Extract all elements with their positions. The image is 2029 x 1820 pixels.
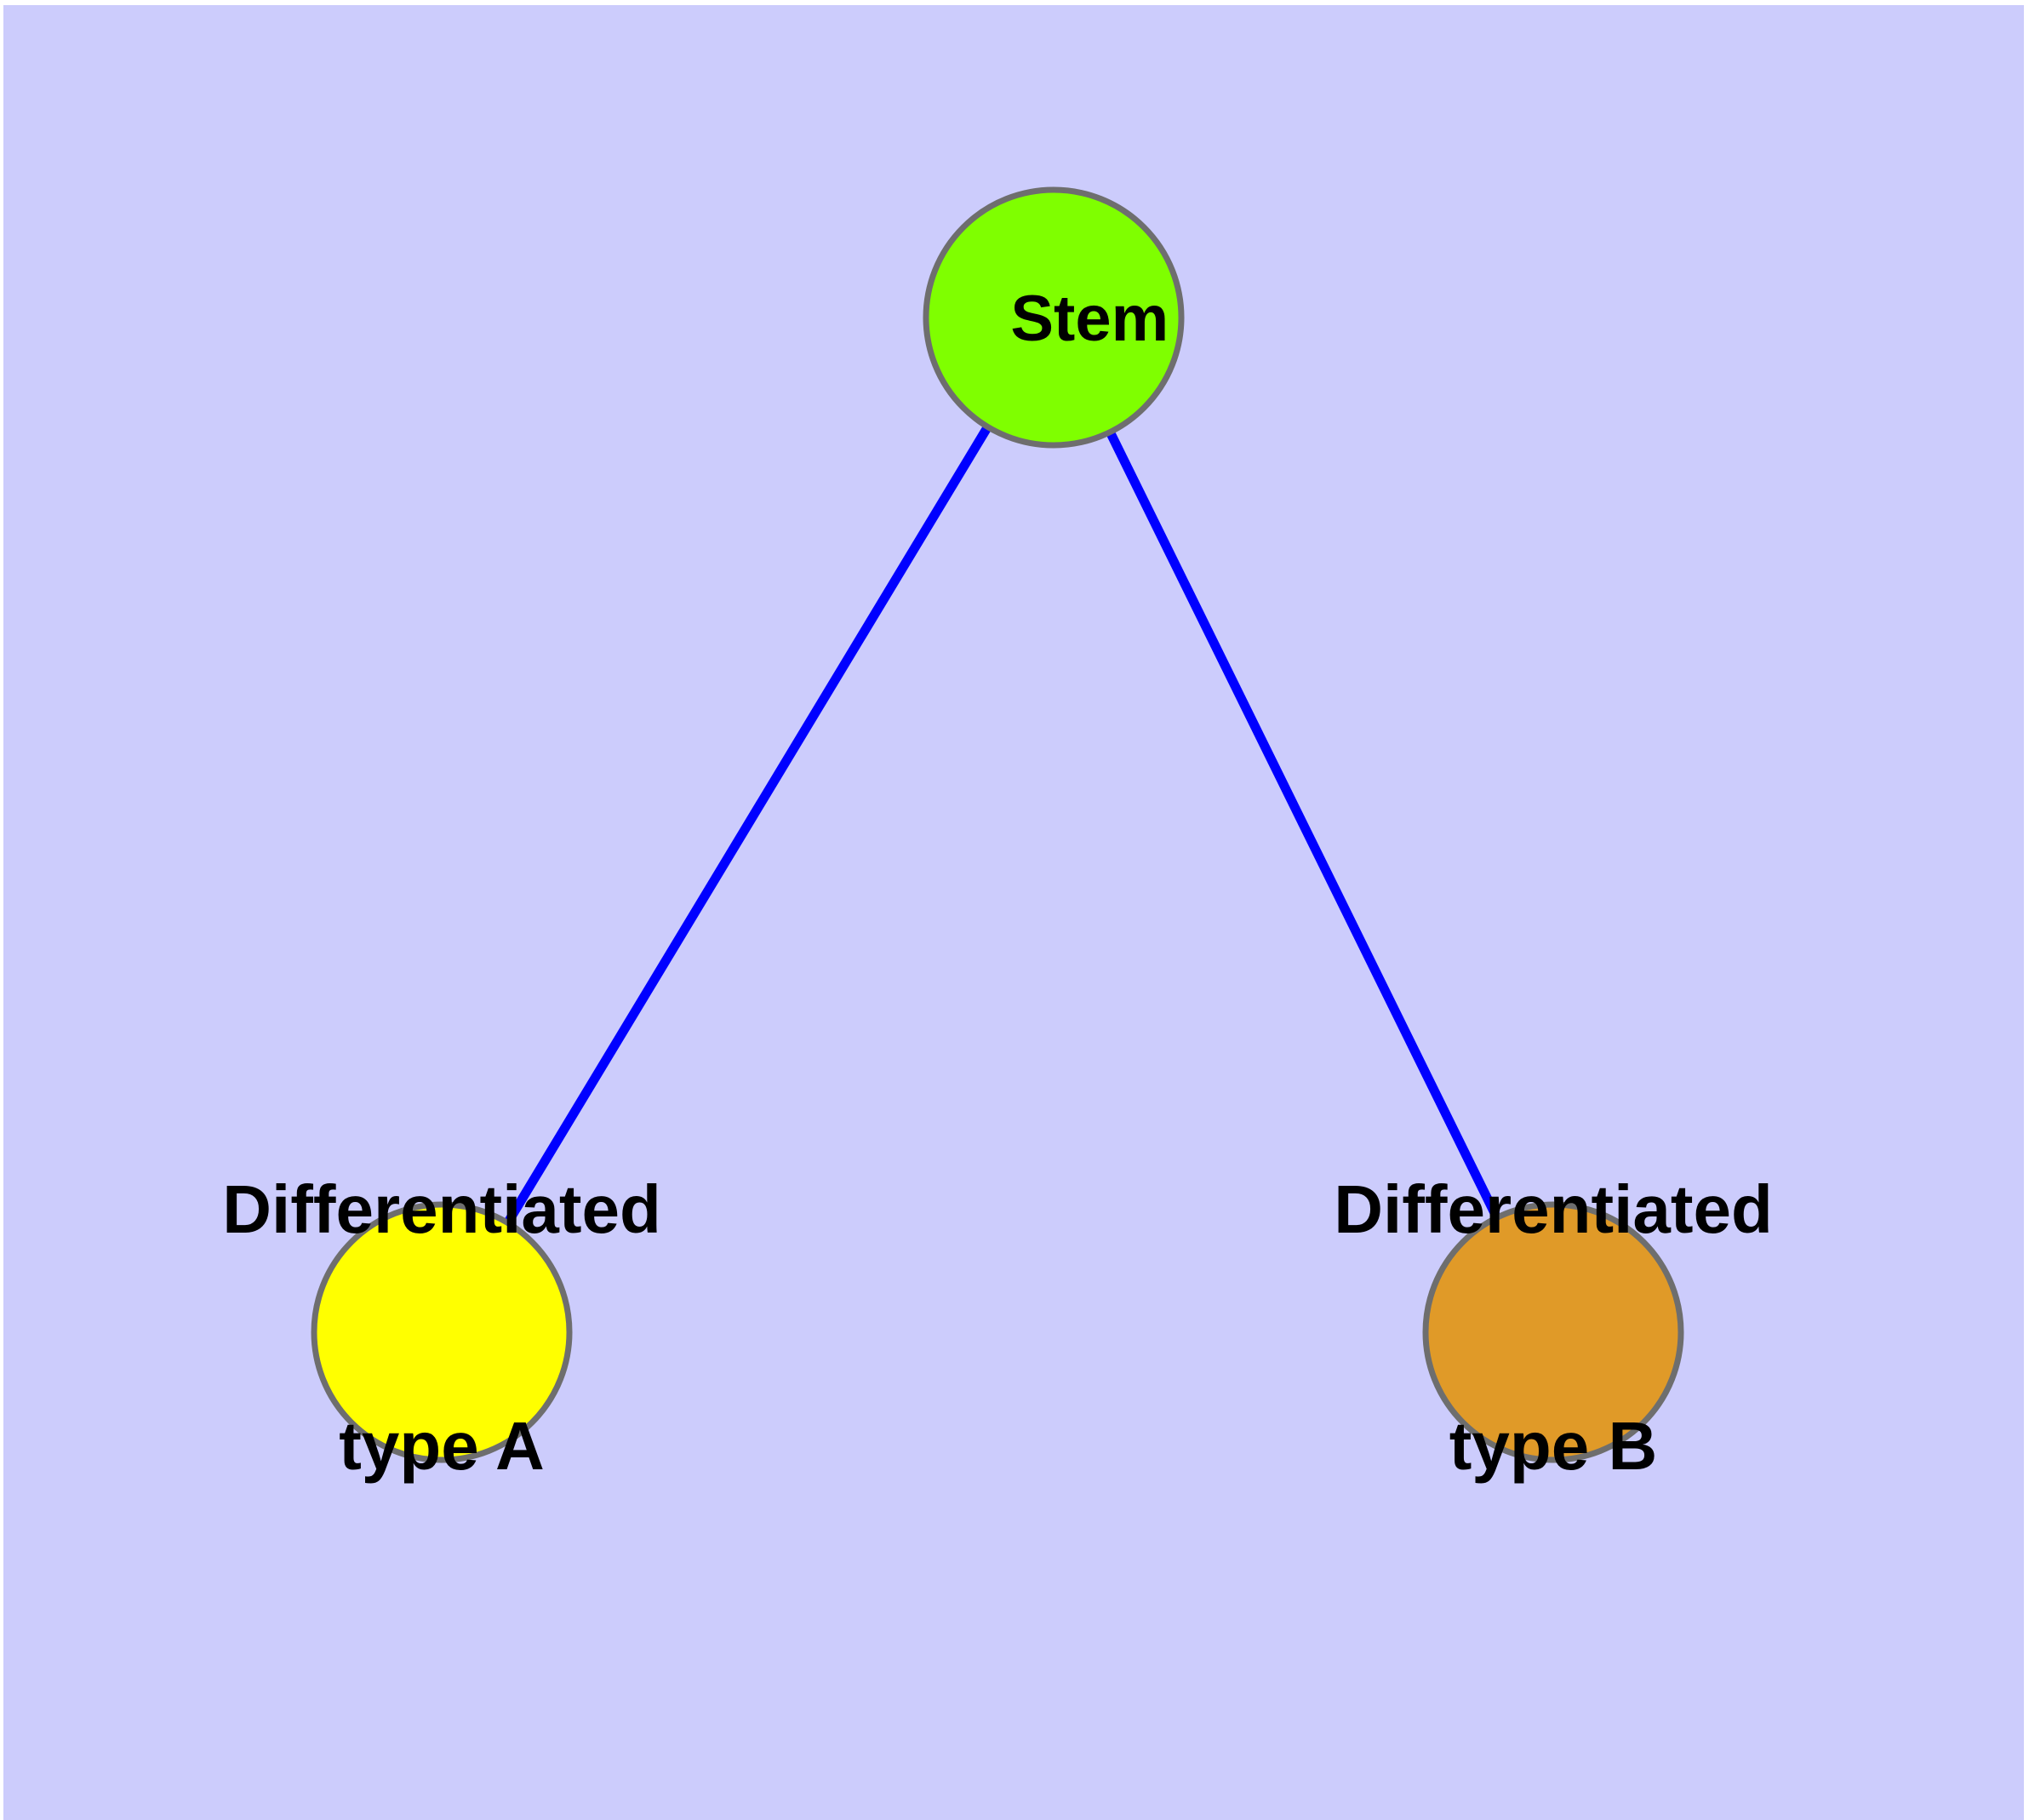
edge-stem-to-differentiated-type-b[interactable]: [1049, 315, 1557, 1335]
node-stem[interactable]: [923, 186, 1185, 449]
edge-layer: [437, 315, 1557, 1335]
node-differentiated-type-a[interactable]: [311, 1201, 573, 1463]
node-differentiated-type-b[interactable]: [1422, 1201, 1684, 1463]
node-layer: [311, 186, 1684, 1463]
edge-stem-to-differentiated-type-a[interactable]: [437, 315, 1058, 1335]
